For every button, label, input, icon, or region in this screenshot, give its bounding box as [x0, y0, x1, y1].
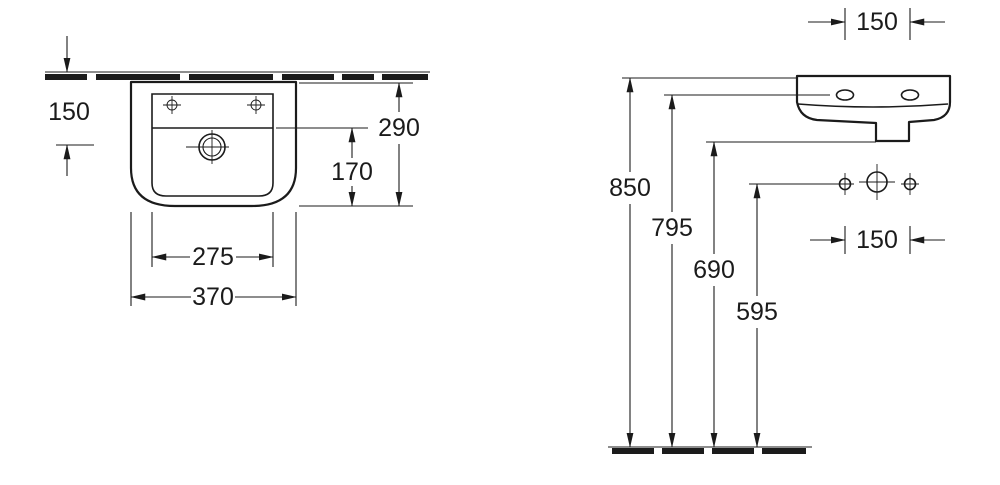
basin-profile-outline	[795, 74, 952, 143]
dim-overall-height-label: 850	[609, 174, 651, 202]
dim-tap-hole-spacing-label: 150	[856, 8, 898, 36]
dim-fixing-hole-spacing: 150	[810, 226, 945, 254]
floor-hatch	[608, 446, 812, 454]
dim-wall-to-center-label: 150	[48, 98, 90, 126]
dim-rim-height: 795	[651, 94, 830, 448]
elevation-view: 150 150 850 795 690	[608, 8, 952, 454]
dim-bowl-depth: 170	[276, 127, 373, 207]
plan-view: 150 290 170 275	[45, 36, 430, 311]
dim-wall-to-center: 150	[48, 36, 94, 176]
basin-inner-bowl	[151, 93, 274, 197]
dim-bowl-depth-label: 170	[331, 158, 373, 186]
basin-plan-outline	[129, 80, 298, 208]
dim-tap-hole-spacing: 150	[808, 8, 945, 40]
dim-overall-height: 850	[609, 77, 797, 448]
dim-fixing-hole-spacing-label: 150	[856, 226, 898, 254]
fixing-hole-right-icon	[901, 173, 919, 195]
dim-overall-depth: 290	[299, 82, 420, 207]
fixing-hole-left-icon	[836, 173, 854, 195]
dim-fixing-hole-height: 595	[736, 183, 838, 448]
dim-underside-height-label: 690	[693, 256, 735, 284]
tap-hole-right-icon	[247, 96, 265, 114]
dim-underside-height: 690	[693, 141, 876, 448]
dim-fixing-hole-height-label: 595	[736, 298, 778, 326]
dim-overall-depth-label: 290	[378, 114, 420, 142]
basin-profile	[795, 74, 952, 143]
tap-hole-left-icon	[163, 96, 181, 114]
dim-bowl-width: 275	[151, 212, 274, 271]
drain-fitting-icon	[859, 164, 895, 200]
dim-rim-height-label: 795	[651, 214, 693, 242]
wall-hatch	[45, 71, 430, 80]
tap-hole-front-right-icon	[900, 89, 920, 101]
tap-hole-front-left-icon	[835, 89, 855, 101]
dim-overall-width: 370	[130, 212, 297, 311]
basin-rim-edge-line	[797, 103, 949, 108]
dim-overall-width-label: 370	[192, 283, 234, 311]
drain-icon	[186, 130, 229, 164]
dim-bowl-width-label: 275	[192, 243, 234, 271]
basin-outer-outline	[129, 80, 298, 208]
